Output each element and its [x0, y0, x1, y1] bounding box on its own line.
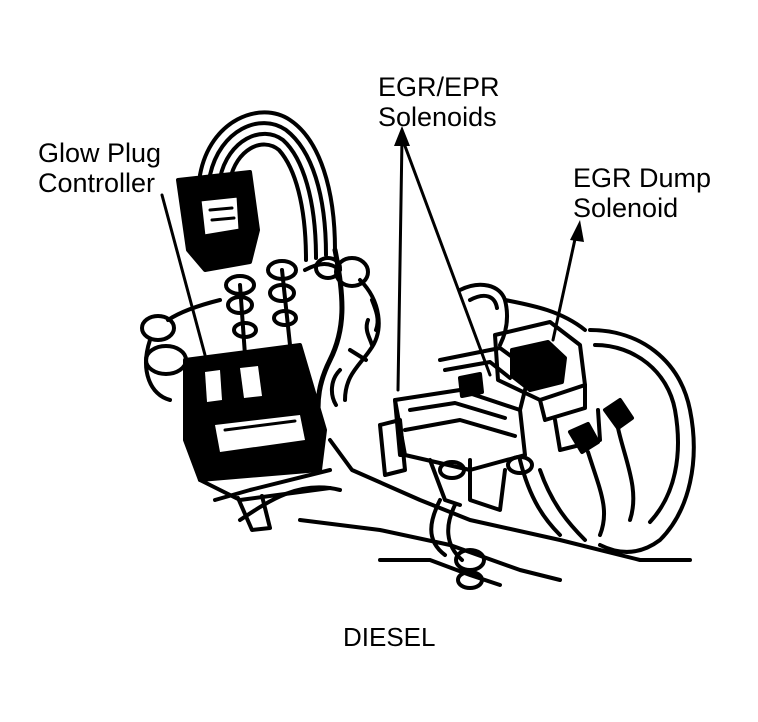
- label-egr-dump-line2: Solenoid: [573, 193, 679, 223]
- label-glow-plug-line2: Controller: [38, 168, 156, 198]
- leader-egr-epr-1: [396, 136, 404, 392]
- controller-connector: [176, 170, 260, 272]
- leader-egr-epr-2: [400, 136, 492, 377]
- label-egr-epr-line1: EGR/EPR: [378, 72, 500, 102]
- coiled-hose: [329, 278, 381, 407]
- label-glow-plug-line1: Glow Plug: [38, 138, 162, 168]
- label-egr-epr-solenoids: EGR/EPR Solenoids: [378, 72, 500, 132]
- label-egr-epr-line2: Solenoids: [378, 102, 497, 132]
- diagram-caption: DIESEL: [343, 622, 436, 652]
- label-egr-dump-line1: EGR Dump: [573, 163, 712, 193]
- leader-egr-dump: [551, 228, 579, 342]
- label-egr-dump-solenoid: EGR Dump Solenoid: [573, 163, 711, 223]
- vacuum-hose-right: [518, 328, 696, 554]
- leader-arrowheads: [394, 126, 584, 242]
- glow-plug-controller: [183, 343, 332, 532]
- breather-hose: [458, 282, 587, 347]
- leader-lines: [160, 136, 579, 392]
- manifold-base: [213, 438, 692, 587]
- leader-glow-plug: [160, 193, 207, 357]
- label-glow-plug-controller: Glow Plug Controller: [38, 138, 161, 198]
- egr-dump-solenoid: [493, 320, 602, 452]
- controller-studs: [140, 256, 370, 402]
